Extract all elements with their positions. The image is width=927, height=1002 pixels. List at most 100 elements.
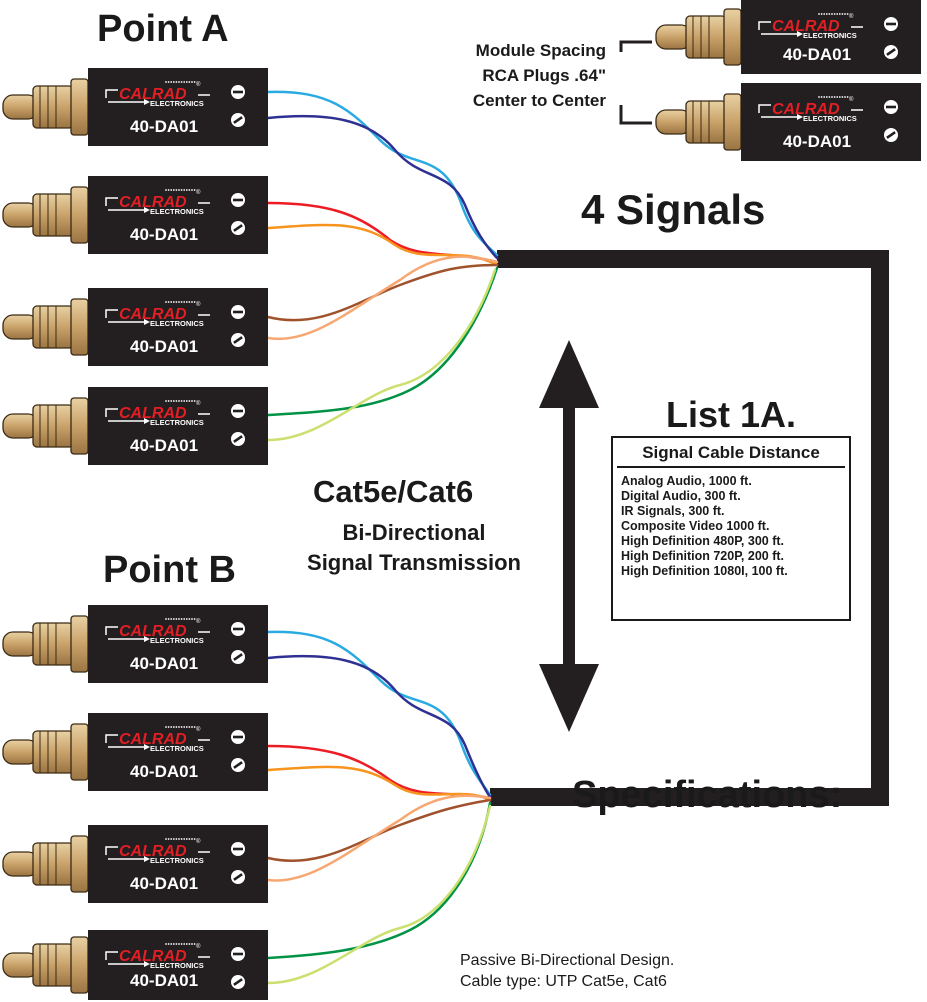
logo-dot	[193, 838, 196, 840]
screw-slot	[233, 336, 243, 344]
logo-dot	[844, 96, 846, 98]
registered-mark: ®	[196, 189, 201, 196]
signal-row: High Definition 720P, 200 ft.	[621, 549, 785, 563]
screw-slot	[233, 627, 243, 631]
registered-mark: ®	[196, 618, 201, 625]
logo-dot	[191, 838, 193, 840]
logo-dot	[175, 301, 178, 303]
signal-table-rows: Analog Audio, 1000 ft. Digital Audio, 30…	[613, 468, 849, 579]
logo-dot	[172, 838, 175, 840]
logo-dot	[165, 81, 167, 83]
logo-dot	[193, 726, 196, 728]
logo-dot	[167, 838, 170, 840]
screw-slot	[233, 653, 243, 661]
rca-plug-icon	[2, 615, 89, 673]
screw-slot	[233, 735, 243, 739]
logo-arrow-icon	[797, 31, 803, 37]
logo-dot	[841, 13, 844, 15]
model-number: 40-DA01	[130, 117, 198, 136]
logo-dot	[172, 81, 175, 83]
logo-arrow-icon	[144, 99, 150, 105]
logo-dot	[180, 618, 183, 620]
screw-slot	[233, 847, 243, 851]
logo-dot	[172, 943, 175, 945]
logo-dot	[167, 618, 170, 620]
module-body	[88, 713, 268, 791]
logo-dot	[185, 81, 188, 83]
model-number: 40-DA01	[130, 971, 198, 990]
wires-point-b	[266, 630, 492, 985]
registered-mark: ®	[196, 81, 201, 88]
logo-dot	[172, 189, 175, 191]
logo-dot	[180, 943, 183, 945]
brand-sub: ELECTRONICS	[150, 856, 204, 865]
logo-dot	[185, 943, 188, 945]
logo-dot	[167, 81, 170, 83]
logo-dot	[165, 400, 167, 402]
screw-slot	[233, 409, 243, 413]
logo-dot	[191, 400, 193, 402]
logo-dot	[833, 96, 836, 98]
screw-slot	[233, 224, 243, 232]
logo-dot	[165, 726, 167, 728]
logo-dot	[188, 81, 191, 83]
rca-plug-icon	[2, 936, 89, 994]
transmission-caption: Bi-Directional Signal Transmission	[284, 518, 544, 578]
logo-dot	[180, 189, 183, 191]
logo-dot	[838, 13, 841, 15]
logo-dot	[167, 189, 170, 191]
logo-arrow-icon	[144, 961, 150, 967]
logo-dot	[831, 13, 833, 15]
transmission-line-2: Signal Transmission	[307, 550, 521, 575]
logo-dot	[825, 13, 828, 15]
logo-dot	[846, 96, 849, 98]
model-number: 40-DA01	[130, 762, 198, 781]
logo-dot	[846, 13, 849, 15]
screw-slot	[233, 952, 243, 956]
logo-dot	[193, 189, 196, 191]
logo-arrow-icon	[144, 636, 150, 642]
signal-row: IR Signals, 300 ft.	[621, 504, 725, 518]
signal-distance-table: Signal Cable Distance Analog Audio, 1000…	[611, 436, 851, 621]
logo-dot	[183, 189, 186, 191]
logo-bracket	[105, 197, 118, 206]
registered-mark: ®	[849, 13, 854, 20]
screw-slot	[233, 873, 243, 881]
wires-point-a	[266, 90, 499, 442]
module-body	[88, 387, 268, 465]
logo-dot	[183, 618, 186, 620]
signals-heading: 4 Signals	[581, 186, 766, 233]
screw-slot	[233, 978, 243, 986]
logo-dot	[180, 400, 183, 402]
brand-sub: ELECTRONICS	[150, 418, 204, 427]
logo-dot	[188, 726, 191, 728]
logo-bracket	[105, 951, 118, 960]
logo-dot	[165, 838, 167, 840]
brand-name: CALRAD	[119, 405, 187, 422]
logo-dot	[191, 726, 193, 728]
logo-dot	[828, 96, 831, 98]
logo-dot	[838, 96, 841, 98]
registered-mark: ®	[196, 400, 201, 407]
logo-dot	[172, 400, 175, 402]
logo-dot	[183, 400, 186, 402]
rca-plug-icon	[2, 835, 89, 893]
logo-dot	[191, 943, 193, 945]
logo-arrow-icon	[144, 207, 150, 213]
model-number: 40-DA01	[130, 654, 198, 673]
logo-dot	[178, 726, 180, 728]
screw-slot	[233, 761, 243, 769]
registered-mark: ®	[196, 726, 201, 733]
module-spacing-note: Module Spacing RCA Plugs .64" Center to …	[440, 38, 606, 113]
logo-dot	[193, 943, 196, 945]
logo-dot	[836, 96, 839, 98]
brand-sub: ELECTRONICS	[803, 114, 857, 123]
logo-dot	[185, 301, 188, 303]
logo-dot	[185, 726, 188, 728]
logo-bracket	[105, 734, 118, 743]
logo-dot	[831, 96, 833, 98]
logo-dot	[165, 301, 167, 303]
double-arrow-icon	[539, 340, 599, 732]
logo-dot	[188, 838, 191, 840]
